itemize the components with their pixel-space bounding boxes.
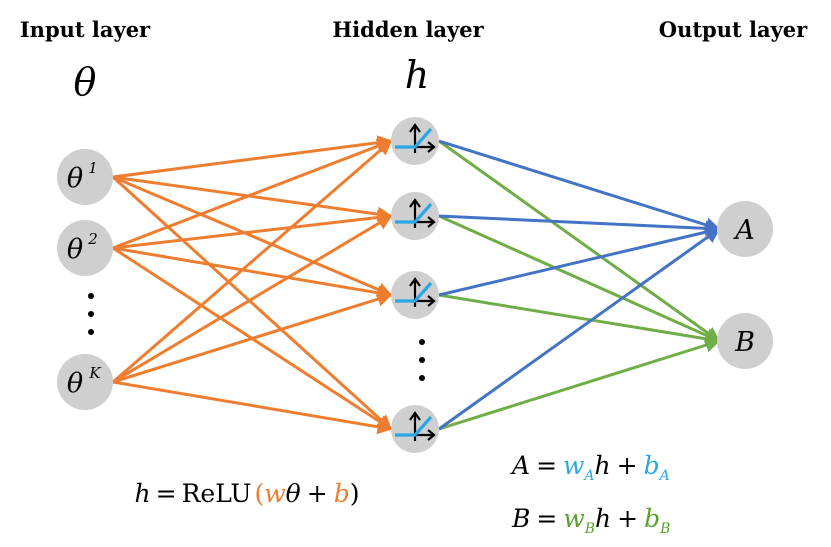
input-layer-symbol: θ (74, 60, 97, 104)
edge-input-3-to-hidden-2 (112, 214, 393, 384)
input-to-hidden-edges (111, 135, 393, 435)
eq-a-h: h (595, 451, 611, 480)
hidden-eq-lhs: h (135, 479, 151, 508)
hidden-eq-theta: θ (286, 479, 301, 508)
hidden-layer-symbol: h (405, 53, 429, 97)
eq-b-b: b (644, 504, 660, 533)
hidden-eq-w: w (264, 479, 285, 508)
relu-icon (395, 123, 436, 153)
edge-hidden-1-to-b (438, 139, 721, 343)
edge-input-2-to-hidden-2 (112, 210, 393, 250)
input-node-k-base: θ (67, 368, 83, 399)
hidden-node-4 (391, 405, 439, 453)
eq-a-w-sub: A (582, 468, 594, 484)
edge-input-1-to-hidden-2 (112, 175, 393, 222)
eq-b-w-sub: B (584, 521, 595, 537)
input-node-1: θ 1 (57, 149, 113, 205)
edge-hidden-1-to-a (438, 139, 721, 233)
hidden-eq-equals: = (156, 479, 177, 508)
eq-a-lhs: A (510, 451, 530, 480)
edge-input-1-to-hidden-3 (112, 175, 393, 297)
input-node-1-base: θ (67, 163, 83, 194)
edge-input-3-to-hidden-1 (112, 139, 393, 384)
eq-a-equals: = (536, 451, 557, 480)
eq-b-b-sub: B (659, 521, 670, 537)
edge-input-1-to-hidden-1 (112, 135, 393, 179)
output-equation-a: A=wAh+bA (510, 451, 670, 484)
input-node-k: θ K (57, 354, 113, 410)
output-node-a-label: A (732, 215, 755, 246)
input-layer-heading: Input layer (20, 17, 151, 42)
output-node-a: A (717, 201, 773, 257)
edge-hidden-3-to-b (438, 293, 721, 347)
edge-input-1-to-hidden-4 (111, 175, 393, 431)
edge-input-2-to-hidden-3 (112, 246, 393, 301)
hidden-eq-b: b (334, 479, 350, 508)
hidden-equation: h=ReLU(wθ+b) (135, 479, 360, 508)
hidden-eq-fn: ReLU (182, 479, 252, 508)
hidden-vdots (419, 339, 425, 381)
input-node-1-sup: 1 (88, 159, 98, 177)
edge-hidden-2-to-a (438, 214, 721, 236)
eq-b-lhs: B (511, 504, 530, 533)
input-node-2-base: θ (67, 234, 83, 265)
hidden-eq-plus: + (307, 479, 328, 508)
eq-a-w: w (563, 451, 584, 480)
output-node-b: B (717, 313, 773, 369)
relu-icon (395, 277, 436, 307)
edge-hidden-4-to-b (438, 337, 721, 431)
eq-a-plus: + (617, 451, 638, 480)
eq-b-h: h (595, 504, 611, 533)
hidden-layer-heading: Hidden layer (332, 17, 484, 42)
hidden-node-1 (391, 117, 439, 165)
relu-icon (395, 411, 436, 441)
eq-a-b-sub: A (658, 468, 670, 484)
eq-b-equals: = (536, 504, 557, 533)
relu-icon (395, 198, 436, 228)
output-node-b-label: B (734, 327, 755, 358)
hidden-node-3 (391, 271, 439, 319)
input-node-2-sup: 2 (87, 230, 98, 248)
hidden-eq-open: ( (255, 479, 265, 508)
output-equation-b: B=wBh+bB (511, 504, 670, 537)
output-layer-heading: Output layer (659, 17, 808, 42)
edge-hidden-3-to-a (438, 224, 721, 297)
hidden-eq-close: ) (350, 479, 360, 508)
eq-b-w: w (563, 504, 584, 533)
edge-hidden-4-to-a (438, 227, 721, 431)
edge-input-2-to-hidden-1 (112, 138, 393, 250)
input-vdots (88, 293, 94, 335)
input-node-k-sup: K (88, 364, 101, 382)
edge-input-3-to-hidden-4 (112, 380, 393, 435)
hidden-node-2 (391, 192, 439, 240)
edge-input-3-to-hidden-3 (112, 291, 393, 384)
eq-b-plus: + (617, 504, 638, 533)
eq-a-b: b (644, 451, 660, 480)
edge-hidden-2-to-b (438, 214, 721, 343)
input-node-2: θ 2 (57, 220, 113, 276)
hidden-to-output-edges (438, 139, 721, 431)
